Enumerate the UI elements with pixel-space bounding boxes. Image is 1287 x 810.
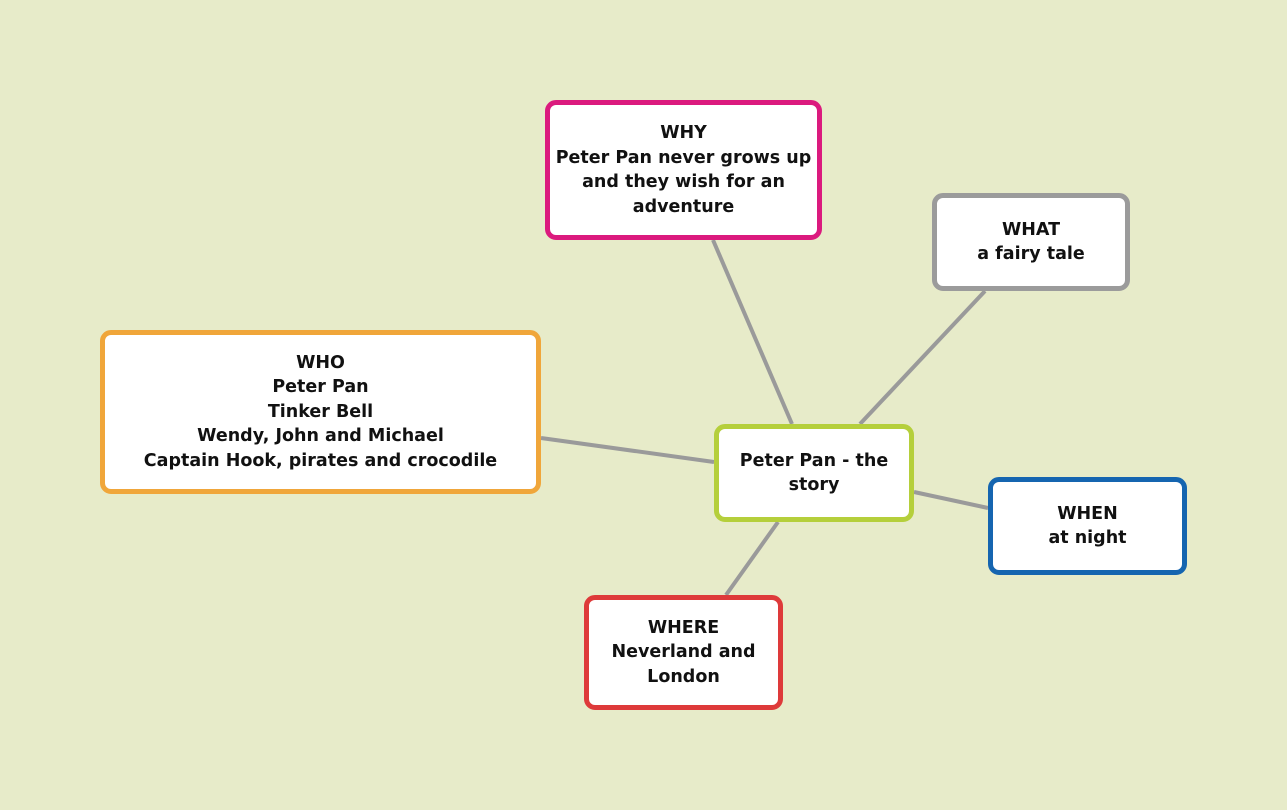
where-line: Neverland and	[611, 642, 756, 663]
what-line: a fairy tale	[977, 244, 1085, 264]
what-node: WHAT a fairy tale	[932, 193, 1130, 291]
connector-where	[724, 520, 780, 597]
connector-when	[913, 490, 989, 510]
where-node: WHERE Neverland and London	[584, 595, 783, 710]
connector-what	[858, 289, 987, 426]
connector-who	[540, 436, 715, 464]
what-heading: WHAT	[1001, 219, 1061, 240]
why-line: adventure	[632, 196, 735, 217]
when-line: at night	[1048, 528, 1127, 548]
who-line: Peter Pan	[272, 377, 369, 398]
why-line: Peter Pan never grows up	[555, 147, 812, 168]
when-node: WHEN at night	[988, 477, 1187, 575]
why-line: and they wish for an	[582, 172, 785, 192]
where-heading: WHERE	[647, 617, 720, 638]
who-line: Tinker Bell	[267, 401, 374, 422]
why-heading: WHY	[660, 123, 707, 143]
who-line: Captain Hook, pirates and crocodile	[143, 450, 498, 471]
when-heading: WHEN	[1057, 503, 1118, 524]
who-line: Wendy, John and Michael	[197, 426, 444, 447]
connector-why	[711, 239, 794, 425]
center-line: story	[788, 475, 840, 495]
who-heading: WHO	[296, 352, 345, 373]
center-node: Peter Pan - the story	[714, 424, 914, 522]
why-node: WHY Peter Pan never grows up and they wi…	[545, 100, 822, 240]
where-line: London	[647, 666, 720, 687]
center-line: Peter Pan - the	[739, 450, 889, 471]
who-node: WHO Peter Pan Tinker Bell Wendy, John an…	[100, 330, 541, 494]
